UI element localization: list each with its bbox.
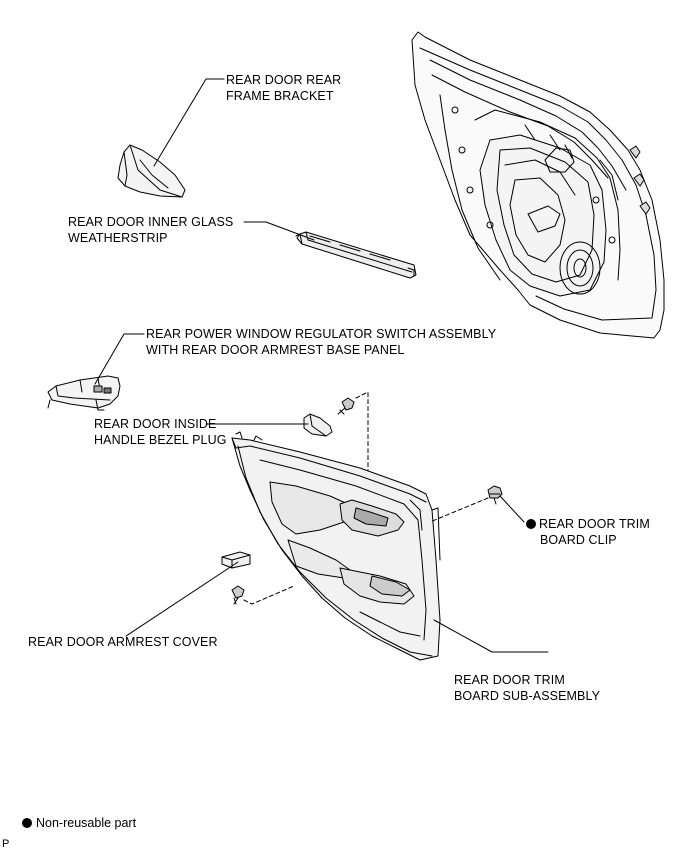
label-line: BOARD CLIP [540,533,617,547]
label-line: BOARD SUB-ASSEMBLY [454,689,601,703]
screw-upper [337,397,355,415]
label-frame-bracket: REAR DOOR REAR FRAME BRACKET [226,72,341,104]
label-inner-glass-weatherstrip: REAR DOOR INNER GLASS WEATHERSTRIP [68,214,233,246]
armrest-cover-part [221,551,251,569]
label-regulator-switch: REAR POWER WINDOW REGULATOR SWITCH ASSEM… [146,326,496,358]
label-line: REAR DOOR REAR [226,73,342,87]
label-line: FRAME BRACKET [226,89,334,103]
weatherstrip-leader [243,221,315,241]
label-line: WITH REAR DOOR ARMREST BASE PANEL [146,343,405,357]
label-line: REAR DOOR TRIM [526,516,650,532]
label-trim-board: REAR DOOR TRIM BOARD SUB-ASSEMBLY [454,672,600,704]
non-reusable-dot-icon [526,519,536,529]
regulator-switch-part [47,375,121,411]
armrest-cover-leader [125,561,239,637]
non-reusable-dot-icon [22,818,32,828]
screw-lower-guide [243,585,295,605]
label-line: REAR DOOR INSIDE [94,417,217,431]
label-bezel-plug: REAR DOOR INSIDE HANDLE BEZEL PLUG [94,416,227,448]
label-line: HANDLE BEZEL PLUG [94,433,227,447]
label-line: WEATHERSTRIP [68,231,168,245]
trim-clip-leader [499,495,525,523]
page-code: P [2,838,10,850]
label-trim-board-clip: REAR DOOR TRIM BOARD CLIP [526,516,650,548]
label-line: REAR DOOR INNER GLASS [68,215,234,229]
label-line: REAR DOOR TRIM [454,673,565,687]
rear-door-frame [411,31,665,339]
trim-board-leader [433,619,549,653]
label-line: REAR DOOR ARMREST COVER [28,635,218,649]
label-armrest-cover: REAR DOOR ARMREST COVER [28,634,218,650]
legend: Non-reusable part [22,816,136,830]
label-text: REAR DOOR TRIM [539,517,650,531]
inner-glass-weatherstrip-part [295,231,417,279]
frame-bracket-leader [153,78,225,167]
bezel-plug-part [303,413,333,437]
screw-lower [231,585,245,605]
trim-board-part [231,431,441,661]
trim-clip-part [487,485,503,505]
regulator-switch-leader [94,333,145,385]
rear-frame-bracket-part [117,144,186,198]
label-line: REAR POWER WINDOW REGULATOR SWITCH ASSEM… [146,327,497,341]
legend-text: Non-reusable part [36,816,137,830]
trim-clip-guide [429,497,489,523]
